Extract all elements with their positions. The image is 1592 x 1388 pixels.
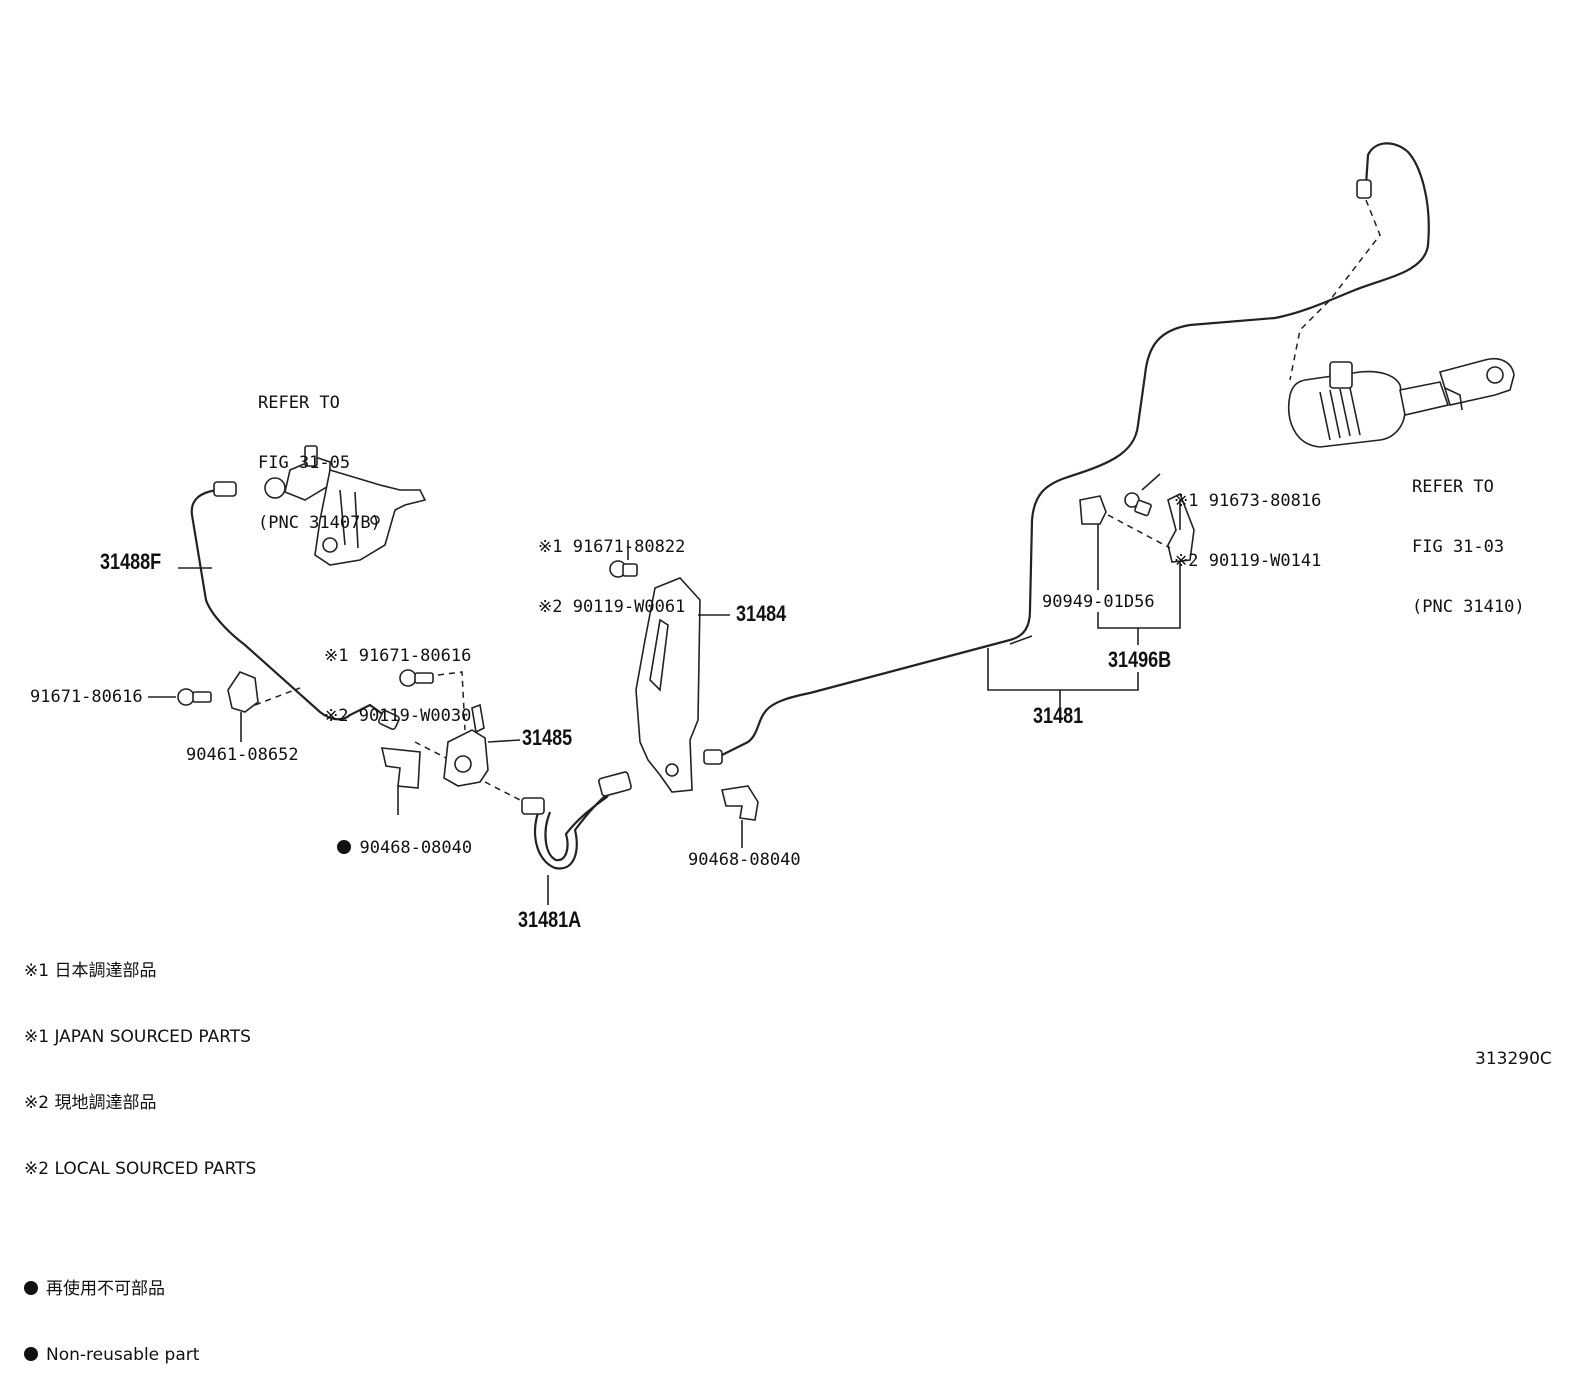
pipe-31488F: [190, 488, 386, 721]
pnc-31484[interactable]: 31484: [736, 601, 787, 626]
refer-label-upper-left: REFER TO FIG 31-05 (PNC 31407B): [258, 353, 381, 553]
refer-pnc: (PNC 31410): [1412, 597, 1525, 617]
clip-icon-left: [227, 671, 259, 713]
alt-part-japan[interactable]: ※1 91673-80816: [1174, 491, 1322, 511]
legend: ※1 日本調達部品 ※1 JAPAN SOURCED PARTS ※2 現地調達…: [24, 916, 256, 1388]
clip-icon-lower-left: [380, 747, 421, 789]
alt-part-japan[interactable]: ※1 91671-80822: [538, 537, 686, 557]
part-clip-right[interactable]: 90949-01D56: [1042, 592, 1155, 612]
release-cylinder-icon: [264, 445, 427, 566]
bolt-icon-left: [177, 688, 212, 706]
legend-japan-jp: ※1 日本調達部品: [24, 961, 157, 981]
bracket-31484: [635, 577, 701, 793]
flex-hose-31481A-icon: [521, 771, 632, 870]
legend-local-en: ※2 LOCAL SOURCED PARTS: [24, 1159, 257, 1179]
alt-parts-bolt-right: ※1 91673-80816 ※2 90119-W0141: [1174, 451, 1321, 591]
legend-text: Non-reusable part: [46, 1345, 200, 1365]
alt-part-local[interactable]: ※2 90119-W0141: [1174, 551, 1322, 571]
bracket-31496B-icon: [1167, 492, 1195, 563]
non-reusable-icon: [337, 840, 352, 854]
part-clip-lower-left[interactable]: 90468-08040: [317, 818, 472, 858]
master-cylinder-icon: [1288, 358, 1515, 448]
non-reusable-icon: [24, 1347, 38, 1361]
non-reusable-icon: [24, 1281, 38, 1295]
refer-label-right: REFER TO FIG 31-03 (PNC 31410): [1412, 437, 1525, 637]
bolt-icon-center: [609, 560, 638, 578]
legend-local-jp: ※2 現地調達部品: [24, 1093, 157, 1113]
pipe-fitting-31488F-top: [213, 481, 237, 497]
clutch-pipe-31481: [717, 142, 1430, 758]
refer-line: REFER TO: [258, 393, 340, 413]
alt-part-local[interactable]: ※2 90119-W0061: [538, 597, 686, 617]
part-clip-left[interactable]: 90461-08652: [186, 745, 299, 765]
legend-non-reusable-jp: 再使用不可部品: [24, 1278, 256, 1300]
refer-pnc: (PNC 31407B): [258, 513, 381, 533]
figure-code: 313290C: [1475, 1049, 1552, 1069]
alt-part-local[interactable]: ※2 90119-W0030: [324, 706, 472, 726]
pnc-31481[interactable]: 31481: [1033, 703, 1084, 728]
pnc-31496B[interactable]: 31496B: [1108, 647, 1172, 672]
pipe-fitting-upper: [1356, 179, 1372, 199]
pnc-31481A[interactable]: 31481A: [518, 907, 582, 932]
part-bolt-left[interactable]: 91671-80616: [30, 687, 143, 707]
clip-icon-right: [1079, 495, 1107, 525]
refer-line: REFER TO: [1412, 477, 1494, 497]
pnc-31488F[interactable]: 31488F: [100, 549, 162, 574]
bolt-icon-center-left: [399, 669, 434, 687]
legend-text: 再使用不可部品: [46, 1279, 165, 1299]
clip-icon-center: [721, 785, 759, 821]
parts-diagram: [148, 142, 1515, 905]
part-number: 90468-08040: [359, 838, 473, 858]
refer-fig[interactable]: FIG 31-05: [258, 453, 351, 473]
alt-parts-bolt-center-left: ※1 91671-80616 ※2 90119-W0030: [324, 606, 471, 746]
legend-japan-en: ※1 JAPAN SOURCED PARTS: [24, 1027, 251, 1047]
refer-fig[interactable]: FIG 31-03: [1412, 537, 1505, 557]
alt-parts-bolt-center: ※1 91671-80822 ※2 90119-W0061: [538, 497, 685, 637]
pipe-fitting-lower: [703, 749, 723, 765]
legend-non-reusable-en: Non-reusable part: [24, 1344, 256, 1366]
pipe-fitting-31488F-bottom: [378, 710, 400, 730]
pnc-31485[interactable]: 31485: [522, 725, 573, 750]
alt-part-japan[interactable]: ※1 91671-80616: [324, 646, 472, 666]
part-clip-center[interactable]: 90468-08040: [688, 850, 801, 870]
bolt-icon-right: [1124, 492, 1152, 517]
